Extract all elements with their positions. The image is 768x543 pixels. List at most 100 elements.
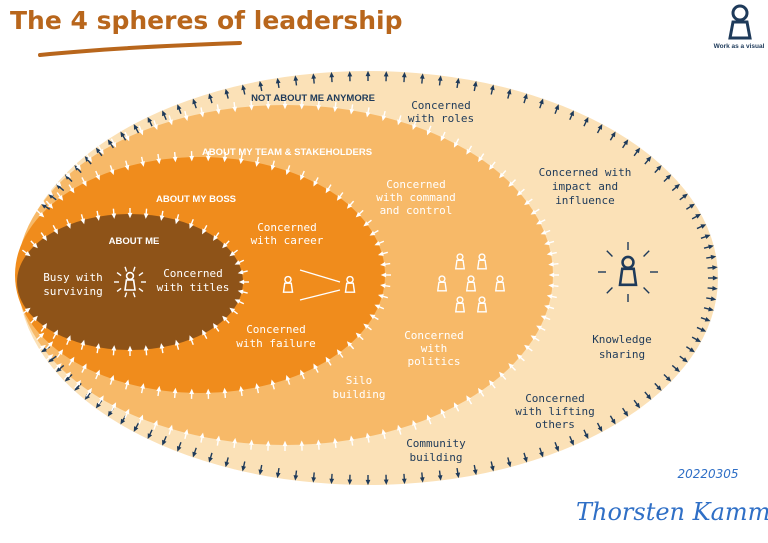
arrow-head bbox=[32, 242, 38, 249]
arrow-head bbox=[270, 379, 276, 386]
arrow-head bbox=[623, 410, 629, 417]
arrow-head bbox=[710, 296, 717, 302]
arrow-head bbox=[222, 387, 228, 394]
arrow-head bbox=[313, 363, 318, 370]
arrow-head bbox=[147, 116, 153, 123]
arrow-head bbox=[508, 363, 514, 369]
arrow-head bbox=[412, 124, 417, 130]
arrow-head bbox=[87, 156, 92, 163]
arrow-head bbox=[569, 439, 574, 446]
arrow-head bbox=[365, 70, 371, 77]
arrow-head bbox=[426, 414, 432, 421]
arrow-head bbox=[74, 165, 80, 171]
arrow-head bbox=[708, 306, 714, 312]
arrow-head bbox=[466, 148, 472, 155]
arrow-head bbox=[229, 251, 236, 257]
burst-line bbox=[116, 287, 122, 292]
arrow-head bbox=[656, 385, 662, 391]
arrow-head bbox=[53, 228, 58, 235]
arrow-head bbox=[143, 345, 149, 351]
arrow-head bbox=[440, 408, 446, 415]
arrow-head bbox=[183, 428, 189, 435]
logo-head-icon bbox=[731, 4, 749, 22]
arrow-head bbox=[87, 387, 92, 394]
arrow-head bbox=[199, 111, 205, 118]
team-member-icon bbox=[476, 253, 488, 270]
arrow-head bbox=[222, 315, 228, 322]
arrow-head bbox=[74, 385, 80, 391]
arrow-head bbox=[554, 104, 560, 111]
arrow-head bbox=[635, 402, 641, 409]
team-member-icon bbox=[465, 275, 477, 292]
arrow-head bbox=[377, 294, 384, 299]
arrow-head bbox=[316, 439, 322, 445]
arrow-head bbox=[265, 104, 271, 110]
heading-about-my-boss: ABOUT MY BOSS bbox=[156, 194, 236, 205]
arrow-head bbox=[381, 428, 387, 435]
arrow-head bbox=[111, 213, 117, 219]
arrow-head bbox=[127, 212, 133, 219]
arrow-head bbox=[109, 169, 115, 176]
arrow-head bbox=[202, 329, 207, 336]
arrow-head bbox=[548, 272, 555, 278]
arrow-head bbox=[329, 478, 335, 485]
arrow-head bbox=[380, 261, 386, 267]
burst-line bbox=[643, 250, 650, 257]
arrow-head bbox=[172, 387, 178, 394]
arrow-head bbox=[183, 115, 189, 122]
leader-navy-icon bbox=[618, 255, 638, 287]
arrow-head bbox=[189, 388, 195, 395]
arrow-head bbox=[208, 93, 213, 100]
arrow-head bbox=[202, 228, 207, 235]
arrow-head bbox=[453, 402, 459, 409]
arrow-head bbox=[524, 200, 530, 206]
title-underline bbox=[38, 41, 242, 57]
arrow-head bbox=[347, 479, 353, 485]
arrow-head bbox=[172, 156, 178, 163]
burst-line bbox=[138, 287, 144, 292]
heading-not-about-me-anymore: NOT ABOUT ME ANYMORE bbox=[251, 93, 375, 104]
arrow-head bbox=[689, 203, 695, 209]
arrows-inward-boss bbox=[36, 151, 391, 399]
arrow-head bbox=[258, 469, 264, 476]
arrow-head bbox=[695, 337, 702, 343]
arrow-head bbox=[213, 323, 219, 329]
arrow-head bbox=[282, 103, 288, 110]
arrow-head bbox=[143, 213, 149, 219]
arrow-head bbox=[299, 104, 305, 110]
arrow-head bbox=[124, 408, 130, 415]
arrow-head bbox=[75, 164, 82, 170]
arrow-head bbox=[544, 240, 551, 246]
arrow-head bbox=[237, 289, 244, 295]
arrow-head bbox=[47, 354, 54, 360]
person-alone-icon bbox=[124, 271, 136, 291]
arrow-head bbox=[583, 433, 589, 440]
arrow-head bbox=[69, 187, 75, 194]
arrow-head bbox=[610, 131, 616, 138]
arrow-head bbox=[24, 307, 31, 313]
arrow-head bbox=[412, 420, 417, 426]
arrow-head bbox=[546, 294, 553, 299]
arrow-head bbox=[124, 135, 130, 142]
arrow-head bbox=[56, 363, 62, 369]
arrow-head bbox=[95, 174, 100, 181]
arrow-head bbox=[215, 435, 221, 442]
arrow-head bbox=[336, 349, 342, 355]
arrow-head bbox=[95, 369, 100, 376]
arrow-head bbox=[506, 461, 512, 468]
arrow-head bbox=[80, 218, 86, 225]
arrow-head bbox=[41, 323, 47, 329]
arrow-head bbox=[316, 105, 322, 111]
arrow-head bbox=[111, 402, 117, 409]
arrow-head bbox=[174, 339, 180, 346]
surviving-burst-icon bbox=[114, 266, 146, 298]
arrow-head bbox=[80, 339, 86, 346]
arrow-head bbox=[539, 98, 544, 105]
arrow-head bbox=[82, 363, 87, 370]
